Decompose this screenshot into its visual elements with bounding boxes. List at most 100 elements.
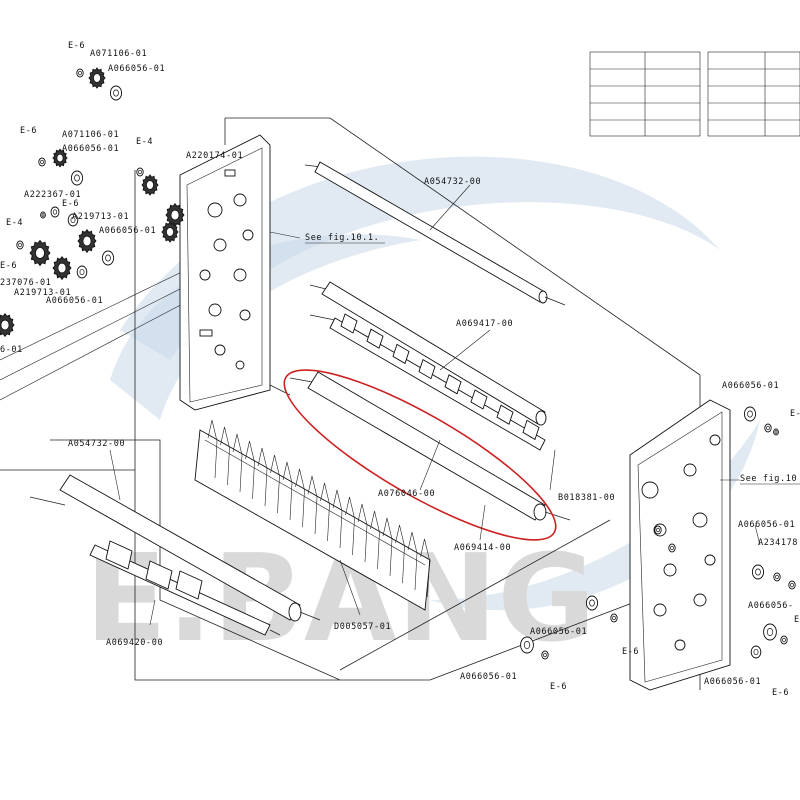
roller-ring (470, 389, 488, 410)
label-a234178: A234178 (758, 538, 798, 548)
bushing-icon (70, 170, 84, 186)
label-part-6-01: 6-01 (0, 345, 23, 355)
label-e4-left: E-4 (6, 218, 23, 228)
label-a071106-top: A071106-01 (90, 49, 147, 59)
label-a219713-b: A219713-01 (14, 288, 71, 298)
e-ring-icon (773, 572, 781, 582)
label-a066056-bot-c: A066056-01 (704, 677, 761, 687)
label-a069414: A069414-00 (454, 543, 511, 553)
roller-ring (418, 358, 436, 380)
highlight-ellipse (283, 369, 557, 541)
e-ring-icon (76, 68, 84, 78)
label-a066056-right-top: A066056-01 (722, 381, 779, 391)
bushing-icon (750, 645, 762, 659)
label-a219713-a: A219713-01 (72, 212, 129, 222)
gear-icon (0, 313, 15, 338)
guide-rib (220, 426, 230, 486)
roller-ring (145, 560, 173, 590)
e-ring-icon (780, 635, 788, 645)
bushing-icon (76, 265, 88, 279)
left-side-frame (179, 134, 271, 411)
guide-rib (245, 440, 255, 500)
label-d005057: D005057-01 (334, 622, 391, 632)
guide-rib (282, 461, 293, 521)
gear-icon (165, 203, 185, 228)
bushing-icon (751, 564, 765, 580)
guide-rib (270, 454, 280, 514)
gear-icon (141, 174, 159, 196)
roller-ring (392, 343, 410, 365)
e-ring-icon (788, 580, 796, 590)
e-ring-icon (40, 211, 46, 219)
guide-rib (370, 510, 380, 570)
guide-rib (420, 538, 430, 598)
washers-right (520, 406, 796, 660)
label-a054732-left: A054732-00 (68, 439, 125, 449)
gear-icon (161, 221, 179, 243)
e-ring-icon (654, 525, 662, 535)
reference-table (589, 51, 800, 137)
bushing-icon (109, 85, 123, 101)
e-ring-icon (668, 543, 676, 553)
label-a069417: A069417-00 (456, 319, 513, 329)
label-a066056-top: A066056-01 (108, 64, 165, 74)
roller-a069417 (309, 281, 547, 426)
roller-a076046-highlighted (283, 369, 571, 541)
roller-ring (105, 540, 133, 570)
label-e4-mid: E-4 (136, 137, 153, 147)
roller-ring (444, 374, 462, 395)
label-e6-bot-c: E-6 (772, 688, 789, 698)
roller-a054732-top (304, 161, 566, 306)
label-a076046: A076046-00 (378, 489, 435, 499)
label-e6-mid: E-6 (62, 199, 79, 209)
washer-icon (67, 213, 79, 227)
bushing-icon (101, 250, 115, 266)
guide-rib (207, 419, 218, 479)
guide-rib (320, 482, 330, 542)
guide-rib (407, 531, 418, 591)
e-ring-icon (773, 428, 779, 436)
e-ring-icon (16, 240, 24, 250)
roller-ring (340, 313, 358, 334)
label-a069420: A069420-00 (106, 638, 163, 648)
e-ring-icon (764, 423, 772, 433)
roller-a054732-left (29, 474, 321, 622)
roller-ring (175, 570, 203, 600)
label-a066056-right-mid: A066056-01 (738, 520, 795, 530)
label-e-right-low: E- (794, 615, 800, 625)
e-ring-icon (38, 157, 46, 167)
e-ring-icon (610, 613, 618, 623)
label-e6-left: E-6 (20, 126, 37, 136)
right-side-frame (629, 399, 731, 691)
e-ring-icon (136, 167, 144, 177)
guide-rib (232, 433, 243, 493)
bushing-icon (585, 595, 599, 611)
label-e6-bot-a: E-6 (622, 647, 639, 657)
roller-ring (522, 419, 540, 441)
washer-icon (50, 206, 60, 218)
bushing-icon (763, 623, 777, 641)
gear-icon (52, 256, 72, 281)
see-fig-left-callout: See fig.10.1. (305, 233, 379, 243)
label-a066056-bot-a: A066056-01 (530, 627, 587, 637)
guide-rib (395, 524, 405, 584)
guide-rib (257, 447, 268, 507)
gear-icon (52, 148, 68, 168)
gear-icon (29, 239, 51, 267)
label-a066056-right-low: A066056- (748, 601, 794, 611)
guide-rib (357, 503, 368, 563)
label-e6-low: E-6 (0, 261, 17, 271)
paper-guide-d005057 (194, 419, 431, 611)
gear-icon (88, 67, 106, 89)
leader-lines (109, 184, 761, 626)
roller-ring (366, 328, 384, 349)
label-a066056-bot-b: A066056-01 (460, 672, 517, 682)
guide-rib (332, 489, 343, 549)
label-e6-top: E-6 (68, 41, 85, 51)
guide-rib (382, 517, 393, 577)
guide-rib (307, 475, 318, 535)
label-a222367: A222367-01 (24, 190, 81, 200)
